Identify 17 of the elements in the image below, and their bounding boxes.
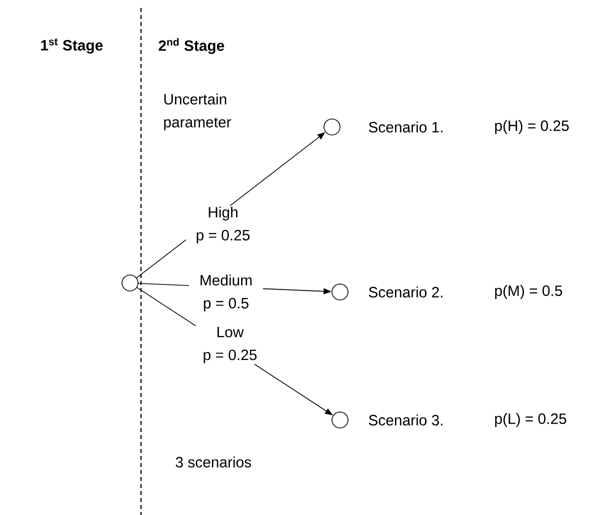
scenario-label: Scenario 3. [368,414,442,426]
text-label: Uncertain parameter [164,94,232,130]
chance-node [122,274,138,292]
scenario-node [332,284,348,300]
scenario-label: p(M) = 0.5 [495,285,562,299]
text-label: 3 scenarios [176,456,252,468]
stage-heading: 2$^{nd}$ Stage [158,38,224,54]
stage-heading: 1$^{st}$ Stage [41,38,103,54]
scenario-label: p(H) = 0.25 [495,120,569,134]
scenario-label: Scenario 2. [368,286,442,298]
scenario-node [324,118,340,136]
scenario-label: Scenario 1. [368,122,442,132]
edge-label: Medium p = 0.5 [189,274,263,312]
edge-label: High p = 0.25 [186,206,260,244]
scenario-label: p(L) = 0.25 [495,413,566,427]
scenario-node [332,412,348,428]
edge-label: Low p = 0.25 [193,326,267,364]
